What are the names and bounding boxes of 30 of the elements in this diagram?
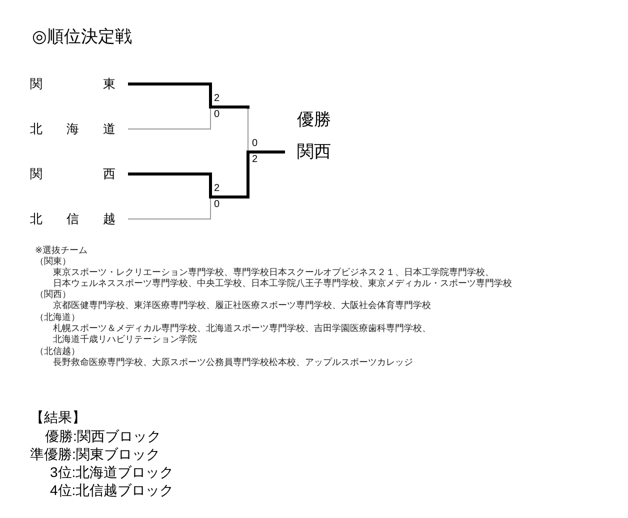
score-label: 0 [214, 199, 220, 211]
result-line: 3位:北海道ブロック [50, 464, 174, 480]
region-heading: （関西） [35, 288, 71, 300]
school-list: 札幌スポーツ＆メディカル専門学校、北海道スポーツ専門学校、吉田学園医療歯科専門学校、 [53, 322, 431, 334]
bracket-line [128, 150, 285, 198]
score-label: 2 [214, 93, 220, 105]
score-label: 2 [252, 154, 258, 166]
team-name: 北信越 [30, 211, 128, 227]
team-name: 関西 [30, 166, 128, 182]
school-list: 北海道千歳リハビリテーション学院 [53, 334, 197, 344]
team-name: 関東 [30, 76, 128, 92]
school-list: 長野救命医療専門学校、大原スポーツ公務員専門学校松本校、アップルスポーツカレッジ [53, 356, 413, 368]
team-name: 北海道 [30, 121, 128, 137]
result-line: 4位:北信越ブロック [50, 482, 174, 498]
result-line: 優勝:関西ブロック [45, 428, 161, 444]
note-heading: ※選抜チーム [35, 244, 88, 256]
title: ◎順位決定戦 [32, 27, 132, 48]
school-list: 日本ウェルネススポーツ専門学校、中央工学校、日本工学院八王子専門学校、東京メディカル・スポーツ専門学校 [53, 278, 512, 288]
school-list: 京都医健専門学校、東洋医療専門学校、履正社医療スポーツ専門学校、大阪社会体育専門学校 [53, 300, 431, 310]
score-label: 0 [214, 109, 220, 121]
region-heading: （北海道） [35, 312, 80, 322]
score-label: 2 [214, 183, 220, 195]
region-heading: （北信越） [35, 346, 80, 356]
score-label: 0 [252, 138, 258, 150]
winner-name: 関西 [297, 142, 331, 162]
result-line: 準優勝:関東ブロック [30, 446, 160, 462]
results-heading: 【結果】 [30, 408, 86, 426]
school-list: 東京スポーツ・レクリエーション専門学校、専門学校日本スクールオブビジネス２１、日本工学院専門学校、 [53, 266, 494, 278]
rank-label: 優勝 [297, 110, 331, 130]
region-heading: （関東） [35, 256, 71, 266]
